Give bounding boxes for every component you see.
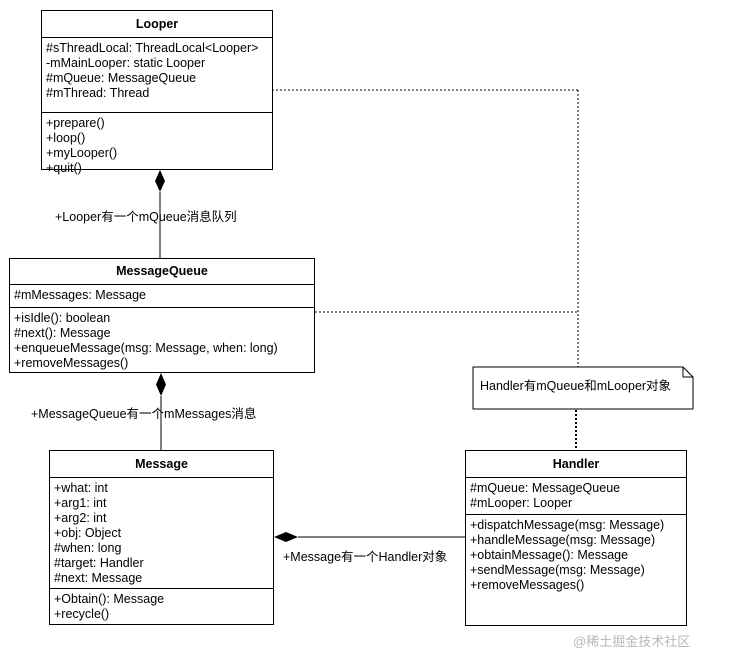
operation: +enqueueMessage(msg: Message, when: long… bbox=[14, 341, 278, 355]
relation-label-handler-message: +Message有一个Handler对象 bbox=[283, 550, 448, 564]
operation: +prepare() bbox=[46, 116, 105, 130]
queue-composition-diamond bbox=[156, 373, 166, 396]
class-message-queue-title: MessageQueue bbox=[10, 259, 314, 285]
watermark: @稀土掘金技术社区 bbox=[573, 634, 691, 649]
attribute: #mMessages: Message bbox=[14, 288, 147, 302]
class-looper-title: Looper bbox=[42, 11, 272, 38]
note-shape bbox=[472, 366, 694, 410]
attribute: +obj: Object bbox=[54, 526, 122, 540]
attribute: #target: Handler bbox=[54, 556, 144, 570]
attribute: #sThreadLocal: ThreadLocal<Looper> bbox=[46, 41, 259, 55]
operation: +removeMessages() bbox=[14, 356, 129, 370]
class-looper[interactable]: Looper #sThreadLocal: ThreadLocal<Looper… bbox=[41, 10, 273, 175]
relation-label-queue-message: +MessageQueue有一个mMessages消息 bbox=[31, 407, 257, 421]
class-message-queue[interactable]: MessageQueue #mMessages: Message +isIdle… bbox=[9, 258, 315, 373]
relation-label-looper-queue: +Looper有一个mQueue消息队列 bbox=[55, 210, 237, 224]
attribute: #mQueue: MessageQueue bbox=[46, 71, 197, 85]
operation: +recycle() bbox=[54, 607, 110, 621]
operation: +Obtain(): Message bbox=[54, 592, 165, 606]
class-message[interactable]: Message +what: int +arg1: int +arg2: int… bbox=[49, 450, 274, 625]
class-handler-operations: +dispatchMessage(msg: Message) +handleMe… bbox=[466, 515, 686, 593]
looper-composition-diamond bbox=[155, 170, 165, 192]
operation: +sendMessage(msg: Message) bbox=[470, 563, 645, 577]
message-composition-diamond bbox=[274, 532, 298, 542]
class-looper-operations: +prepare() +loop() +myLooper() +quit() bbox=[42, 113, 272, 176]
class-handler-title: Handler bbox=[466, 451, 686, 478]
attribute: #mQueue: MessageQueue bbox=[470, 481, 621, 495]
operation: +loop() bbox=[46, 131, 86, 145]
attribute: +arg2: int bbox=[54, 511, 107, 525]
operation: +dispatchMessage(msg: Message) bbox=[470, 518, 665, 532]
operation: #next(): Message bbox=[14, 326, 111, 340]
class-message-operations: +Obtain(): Message +recycle() bbox=[50, 589, 273, 622]
class-looper-attributes: #sThreadLocal: ThreadLocal<Looper> -mMai… bbox=[42, 38, 272, 113]
attribute: #mLooper: Looper bbox=[470, 496, 573, 510]
operation: +isIdle(): boolean bbox=[14, 311, 111, 325]
class-message-queue-attributes: #mMessages: Message bbox=[10, 285, 314, 308]
class-handler[interactable]: Handler #mQueue: MessageQueue #mLooper: … bbox=[465, 450, 687, 626]
attribute: -mMainLooper: static Looper bbox=[46, 56, 206, 70]
note-folded-corner bbox=[682, 367, 693, 378]
class-message-queue-operations: +isIdle(): boolean #next(): Message +enq… bbox=[10, 308, 314, 371]
operation: +quit() bbox=[46, 161, 82, 175]
note-text: Handler有mQueue和mLooper对象 bbox=[480, 379, 672, 393]
class-message-attributes: +what: int +arg1: int +arg2: int +obj: O… bbox=[50, 478, 273, 589]
class-message-title: Message bbox=[50, 451, 273, 478]
operation: +handleMessage(msg: Message) bbox=[470, 533, 656, 547]
operation: +myLooper() bbox=[46, 146, 118, 160]
attribute: #when: long bbox=[54, 541, 122, 555]
operation: +removeMessages() bbox=[470, 578, 585, 592]
operation: +obtainMessage(): Message bbox=[470, 548, 629, 562]
attribute: #mThread: Thread bbox=[46, 86, 150, 100]
attribute: +arg1: int bbox=[54, 496, 107, 510]
attribute: #next: Message bbox=[54, 571, 143, 585]
attribute: +what: int bbox=[54, 481, 108, 495]
class-handler-attributes: #mQueue: MessageQueue #mLooper: Looper bbox=[466, 478, 686, 515]
